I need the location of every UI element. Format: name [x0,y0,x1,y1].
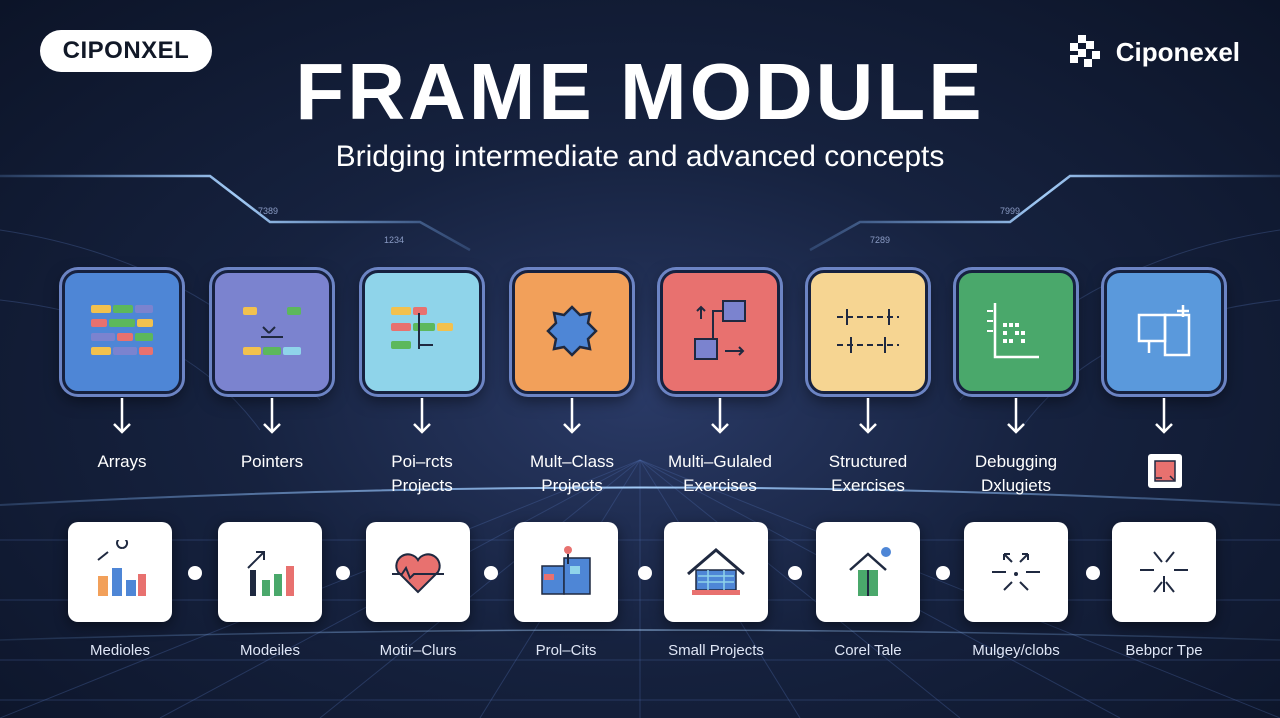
separator-dot [638,566,652,580]
down-arrow-icon [859,398,877,434]
tick-label: 7289 [870,235,891,245]
separator-dot [484,566,498,580]
brand-logo-text: Ciponexel [1115,36,1240,67]
brand-logo: Ciponexel [1066,34,1240,70]
tick-label: 7999 [1000,206,1021,216]
card-debugging[interactable] [956,270,1076,394]
dashed-lines-icon [837,309,899,353]
tile-modeiles[interactable] [218,522,322,622]
heart-icon [392,553,444,594]
card-pointers[interactable] [212,270,332,394]
category-label: Mult–Class Projects [529,452,615,495]
separator-dot [336,566,350,580]
category-label: Debugging Dxlugiets [974,452,1058,495]
tile-label: Modeiles [239,642,301,659]
category-label: Poi–rcts Projects [391,452,453,495]
tile-label: Medioles [89,642,151,659]
page-subtitle: Bridging intermediate and advanced conce… [335,140,945,173]
tile-prol-cits[interactable] [514,522,618,622]
puzzle-icon [546,305,598,357]
growth-chart-icon [247,551,294,596]
card-multi-gulaled-exercises[interactable] [660,270,780,394]
tile-small-projects[interactable] [664,522,768,622]
separator-dot [936,566,950,580]
category-label: Multi–Gulaled Exercises [668,452,772,495]
tile-medioles[interactable] [68,522,172,622]
tick-label: 7389 [258,206,279,216]
page-title: FRAME MODULE [295,47,985,136]
brand-pill: CIPONXEL [40,30,212,72]
card-multi-class-projects[interactable] [512,270,632,394]
tile-label: Motir–Clurs [379,642,457,659]
down-arrow-icon [1007,398,1025,434]
ciponexel-logo-icon [1069,35,1100,67]
frame-layout-icon [1137,305,1191,357]
down-arrow-icon [711,398,729,434]
mini-badge-icon [1148,454,1182,488]
tile-label: Mulgey/clobs [972,642,1060,659]
card-structured-exercises[interactable] [808,270,928,394]
tile-label: Prol–Cits [535,642,597,659]
down-arrow-icon [263,398,281,434]
nested-bars-icon [391,307,453,349]
tile-label: Bebpcr Tpe [1125,642,1203,659]
category-label: Pointers [240,452,304,471]
tile-corel-tale[interactable] [816,522,920,622]
category-label: Arrays [97,452,147,471]
bar-chart-icon [97,540,146,596]
tile-mulgey-clobs[interactable] [964,522,1068,622]
pointer-grid-icon [243,307,301,355]
card-arrays[interactable] [62,270,182,394]
down-arrow-icon [1155,398,1173,434]
flowchart-icon [694,300,746,360]
separator-dot [788,566,802,580]
tile-label: Small Projects [668,642,764,659]
bars-icon [91,305,153,355]
category-label: Structured Exercises [828,452,908,495]
burst-icon [1140,551,1188,593]
card-pointer-projects[interactable] [362,270,482,394]
tile-label: Corel Tale [834,642,902,659]
tile-motir-clurs[interactable] [366,522,470,622]
code-trace-icon [987,303,1039,359]
scatter-arrows-icon [992,553,1040,591]
down-arrow-icon [413,398,431,434]
down-arrow-icon [113,398,131,434]
door-icon [849,547,891,596]
tick-label: 1234 [384,235,405,245]
box-stack-icon [541,546,591,595]
separator-dot [1086,566,1100,580]
down-arrow-icon [563,398,581,434]
house-icon [687,548,745,595]
separator-dot [188,566,202,580]
card-frame-layout[interactable] [1104,270,1224,394]
tile-bebpcr-tpe[interactable] [1112,522,1216,622]
